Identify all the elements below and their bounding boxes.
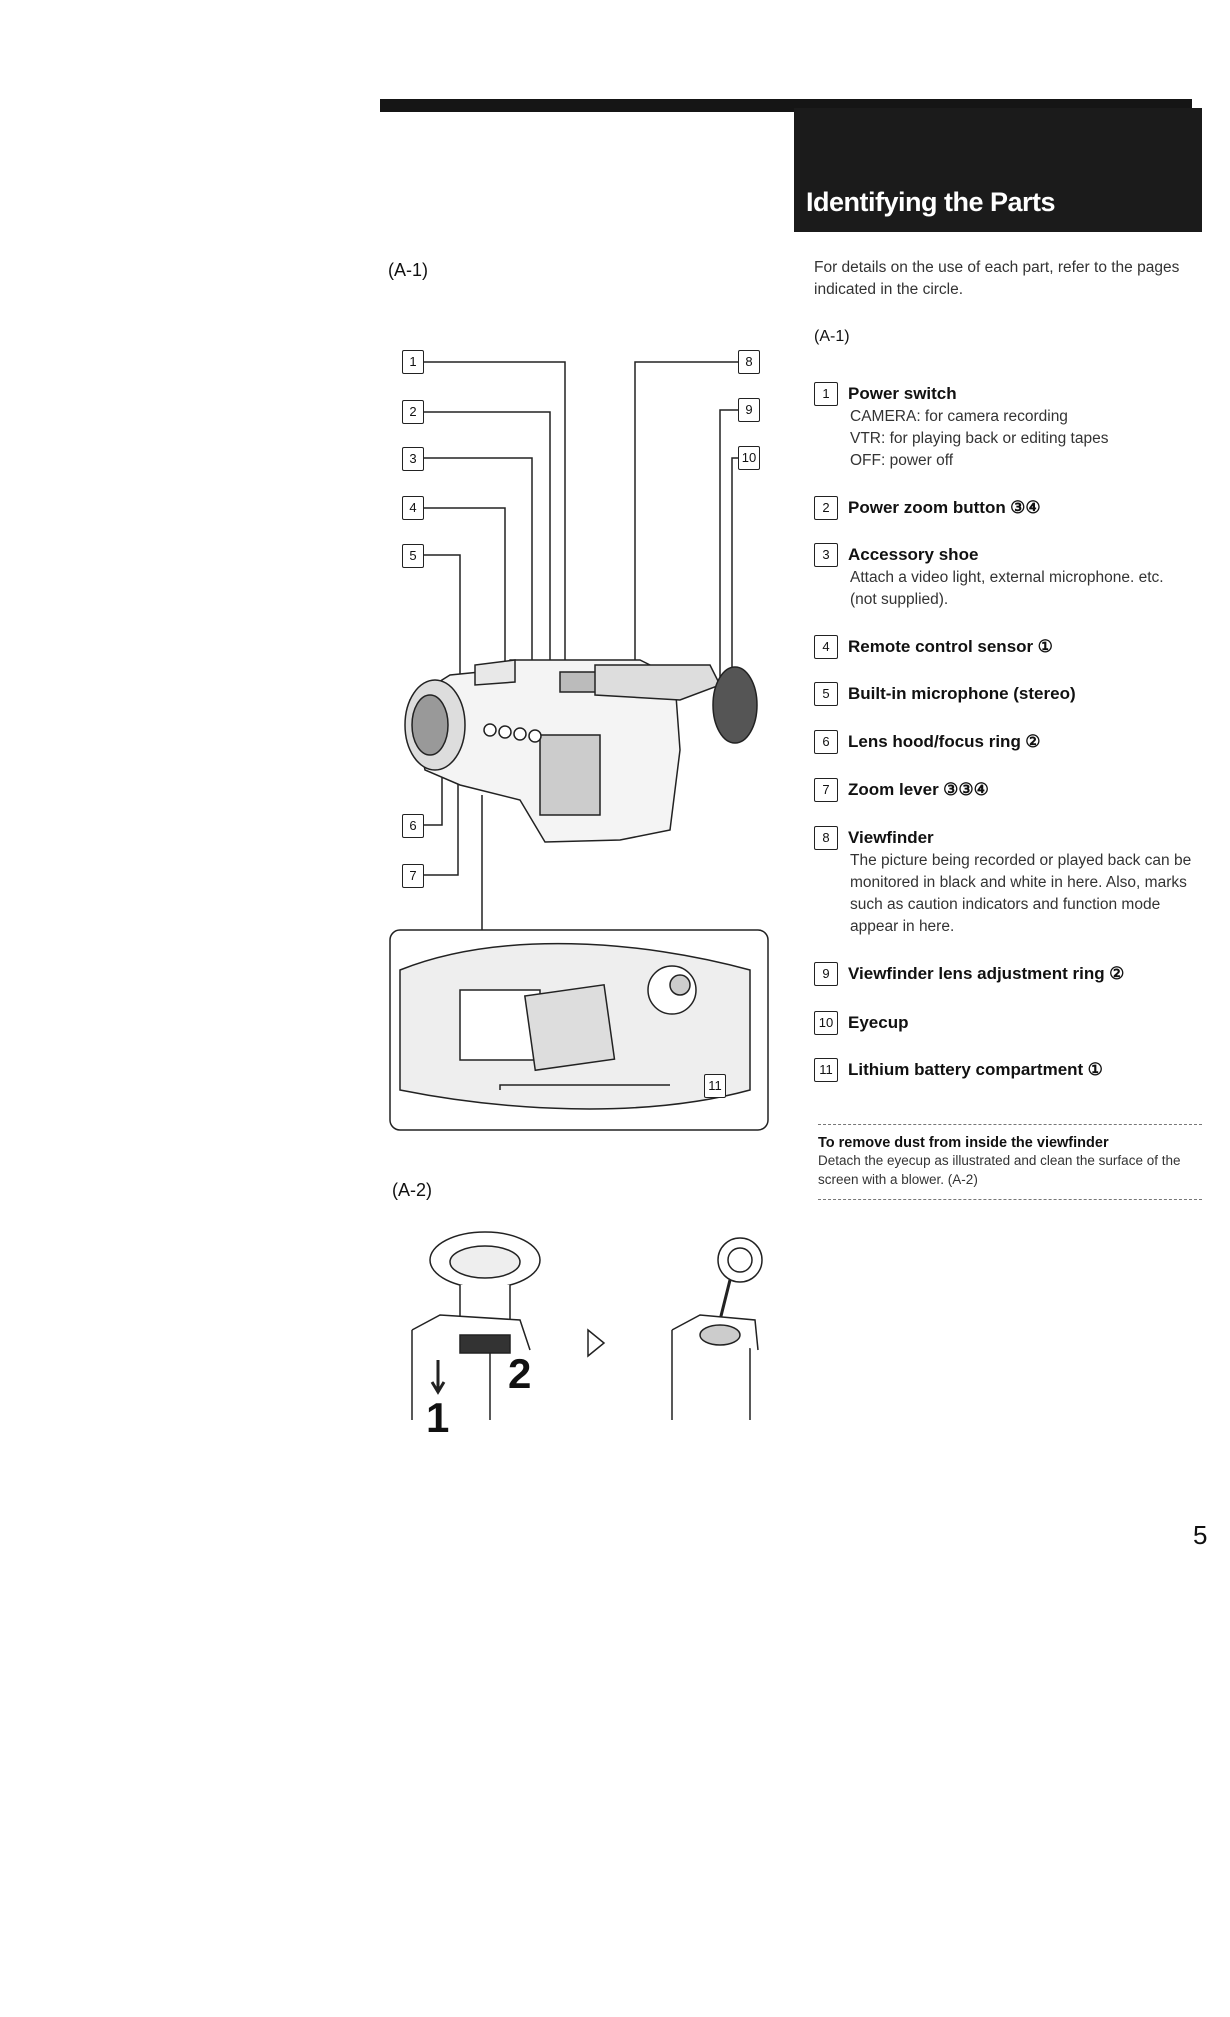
part-title: Viewfinder lens adjustment ring <box>848 964 1105 983</box>
part-number: 5 <box>814 682 838 706</box>
viewfinder-body <box>595 665 720 700</box>
diagram-label-4: 4 <box>402 496 424 520</box>
part-title: Power switch <box>848 384 957 403</box>
blower-nozzle <box>720 1280 730 1320</box>
part-10: 10 Eyecup <box>814 1011 1206 1035</box>
part-title: Viewfinder <box>848 828 934 847</box>
camcorder-diagram <box>380 330 780 1150</box>
step-1-number: 1 <box>426 1394 449 1442</box>
part-7: 7 Zoom lever ③③④ <box>814 778 1206 802</box>
inset-knob-inner <box>670 975 690 995</box>
diagram-label-6: 6 <box>402 814 424 838</box>
part-title: Built-in microphone (stereo) <box>848 684 1076 703</box>
diagram-label-9: 9 <box>738 398 760 422</box>
tape-door <box>540 735 600 815</box>
part-desc: Attach a video light, external microphon… <box>850 567 1190 611</box>
leader-line-8 <box>635 362 740 665</box>
diagram-label-1: 1 <box>402 350 424 374</box>
arrow-down-icon <box>432 1360 444 1392</box>
part-4: 4 Remote control sensor ① <box>814 635 1206 659</box>
part-title: Remote control sensor <box>848 637 1033 656</box>
figure-a1-label: (A-1) <box>388 260 428 281</box>
part-title: Lens hood/focus ring <box>848 732 1021 751</box>
part-number: 8 <box>814 826 838 850</box>
page-ref-circles: ② <box>1109 964 1124 983</box>
note-title: To remove dust from inside the viewfinde… <box>818 1135 1202 1151</box>
part-5: 5 Built-in microphone (stereo) <box>814 682 1206 706</box>
release-tab <box>460 1335 510 1353</box>
diagram-label-10: 10 <box>738 446 760 470</box>
part-title: Lithium battery compartment <box>848 1060 1083 1079</box>
intro-sublabel: (A-1) <box>814 328 850 346</box>
leader-line-2 <box>424 412 550 675</box>
part-title: Power zoom button <box>848 498 1006 517</box>
note-desc: Detach the eyecup as illustrated and cle… <box>818 1151 1202 1189</box>
intro-text: For details on the use of each part, ref… <box>814 257 1194 301</box>
title-banner: Identifying the Parts <box>794 108 1202 232</box>
blower-bulb <box>718 1238 762 1282</box>
page-ref-circles: ③③④ <box>943 780 989 799</box>
part-number: 7 <box>814 778 838 802</box>
figure-a2-label: (A-2) <box>392 1180 432 1201</box>
viewfinder-screen <box>700 1325 740 1345</box>
part-number: 10 <box>814 1011 838 1035</box>
page-number: 5 <box>1193 1520 1207 1551</box>
part-9: 9 Viewfinder lens adjustment ring ② <box>814 962 1206 986</box>
diagram-label-5: 5 <box>402 544 424 568</box>
leader-line-1 <box>424 362 565 670</box>
lens-inner <box>412 695 448 755</box>
diagram-label-7: 7 <box>402 864 424 888</box>
part-number: 9 <box>814 962 838 986</box>
part-number: 11 <box>814 1058 838 1082</box>
part-title: Accessory shoe <box>848 545 978 564</box>
diagram-label-8: 8 <box>738 350 760 374</box>
part-8: 8 Viewfinder The picture being recorded o… <box>814 826 1206 938</box>
part-number: 1 <box>814 382 838 406</box>
leader-line-9 <box>720 410 740 700</box>
part-desc: The picture being recorded or played bac… <box>850 850 1202 938</box>
diagram-label-11: 11 <box>704 1074 726 1098</box>
microphone <box>475 660 515 685</box>
battery-lid <box>525 985 615 1070</box>
step-2-number: 2 <box>508 1350 531 1398</box>
page-ref-circles: ② <box>1025 732 1040 751</box>
part-6: 6 Lens hood/focus ring ② <box>814 730 1206 754</box>
part-desc: CAMERA: for camera recording <box>850 406 1206 428</box>
part-desc: VTR: for playing back or editing tapes <box>850 428 1206 450</box>
eyecup-shape <box>713 667 757 743</box>
leader-line-3 <box>424 458 532 685</box>
part-desc: OFF: power off <box>850 450 1206 472</box>
page-ref-circles: ① <box>1088 1060 1103 1079</box>
page-ref-circles: ③④ <box>1010 498 1040 517</box>
part-11: 11 Lithium battery compartment ① <box>814 1058 1206 1082</box>
part-title: Zoom lever <box>848 780 939 799</box>
diagram-label-3: 3 <box>402 447 424 471</box>
part-number: 3 <box>814 543 838 567</box>
part-1: 1 Power switch CAMERA: for camera recordi… <box>814 382 1206 472</box>
dust-removal-note: To remove dust from inside the viewfinde… <box>818 1124 1202 1200</box>
arrow-right-icon <box>588 1330 604 1356</box>
page-ref-circles: ① <box>1038 637 1053 656</box>
part-number: 6 <box>814 730 838 754</box>
part-title: Eyecup <box>848 1013 908 1032</box>
part-number: 2 <box>814 496 838 520</box>
part-2: 2 Power zoom button ③④ <box>814 496 1206 520</box>
page-title: Identifying the Parts <box>806 187 1055 218</box>
leader-line-10 <box>732 458 740 690</box>
part-number: 4 <box>814 635 838 659</box>
diagram-label-2: 2 <box>402 400 424 424</box>
part-3: 3 Accessory shoe Attach a video light, ex… <box>814 543 1206 611</box>
